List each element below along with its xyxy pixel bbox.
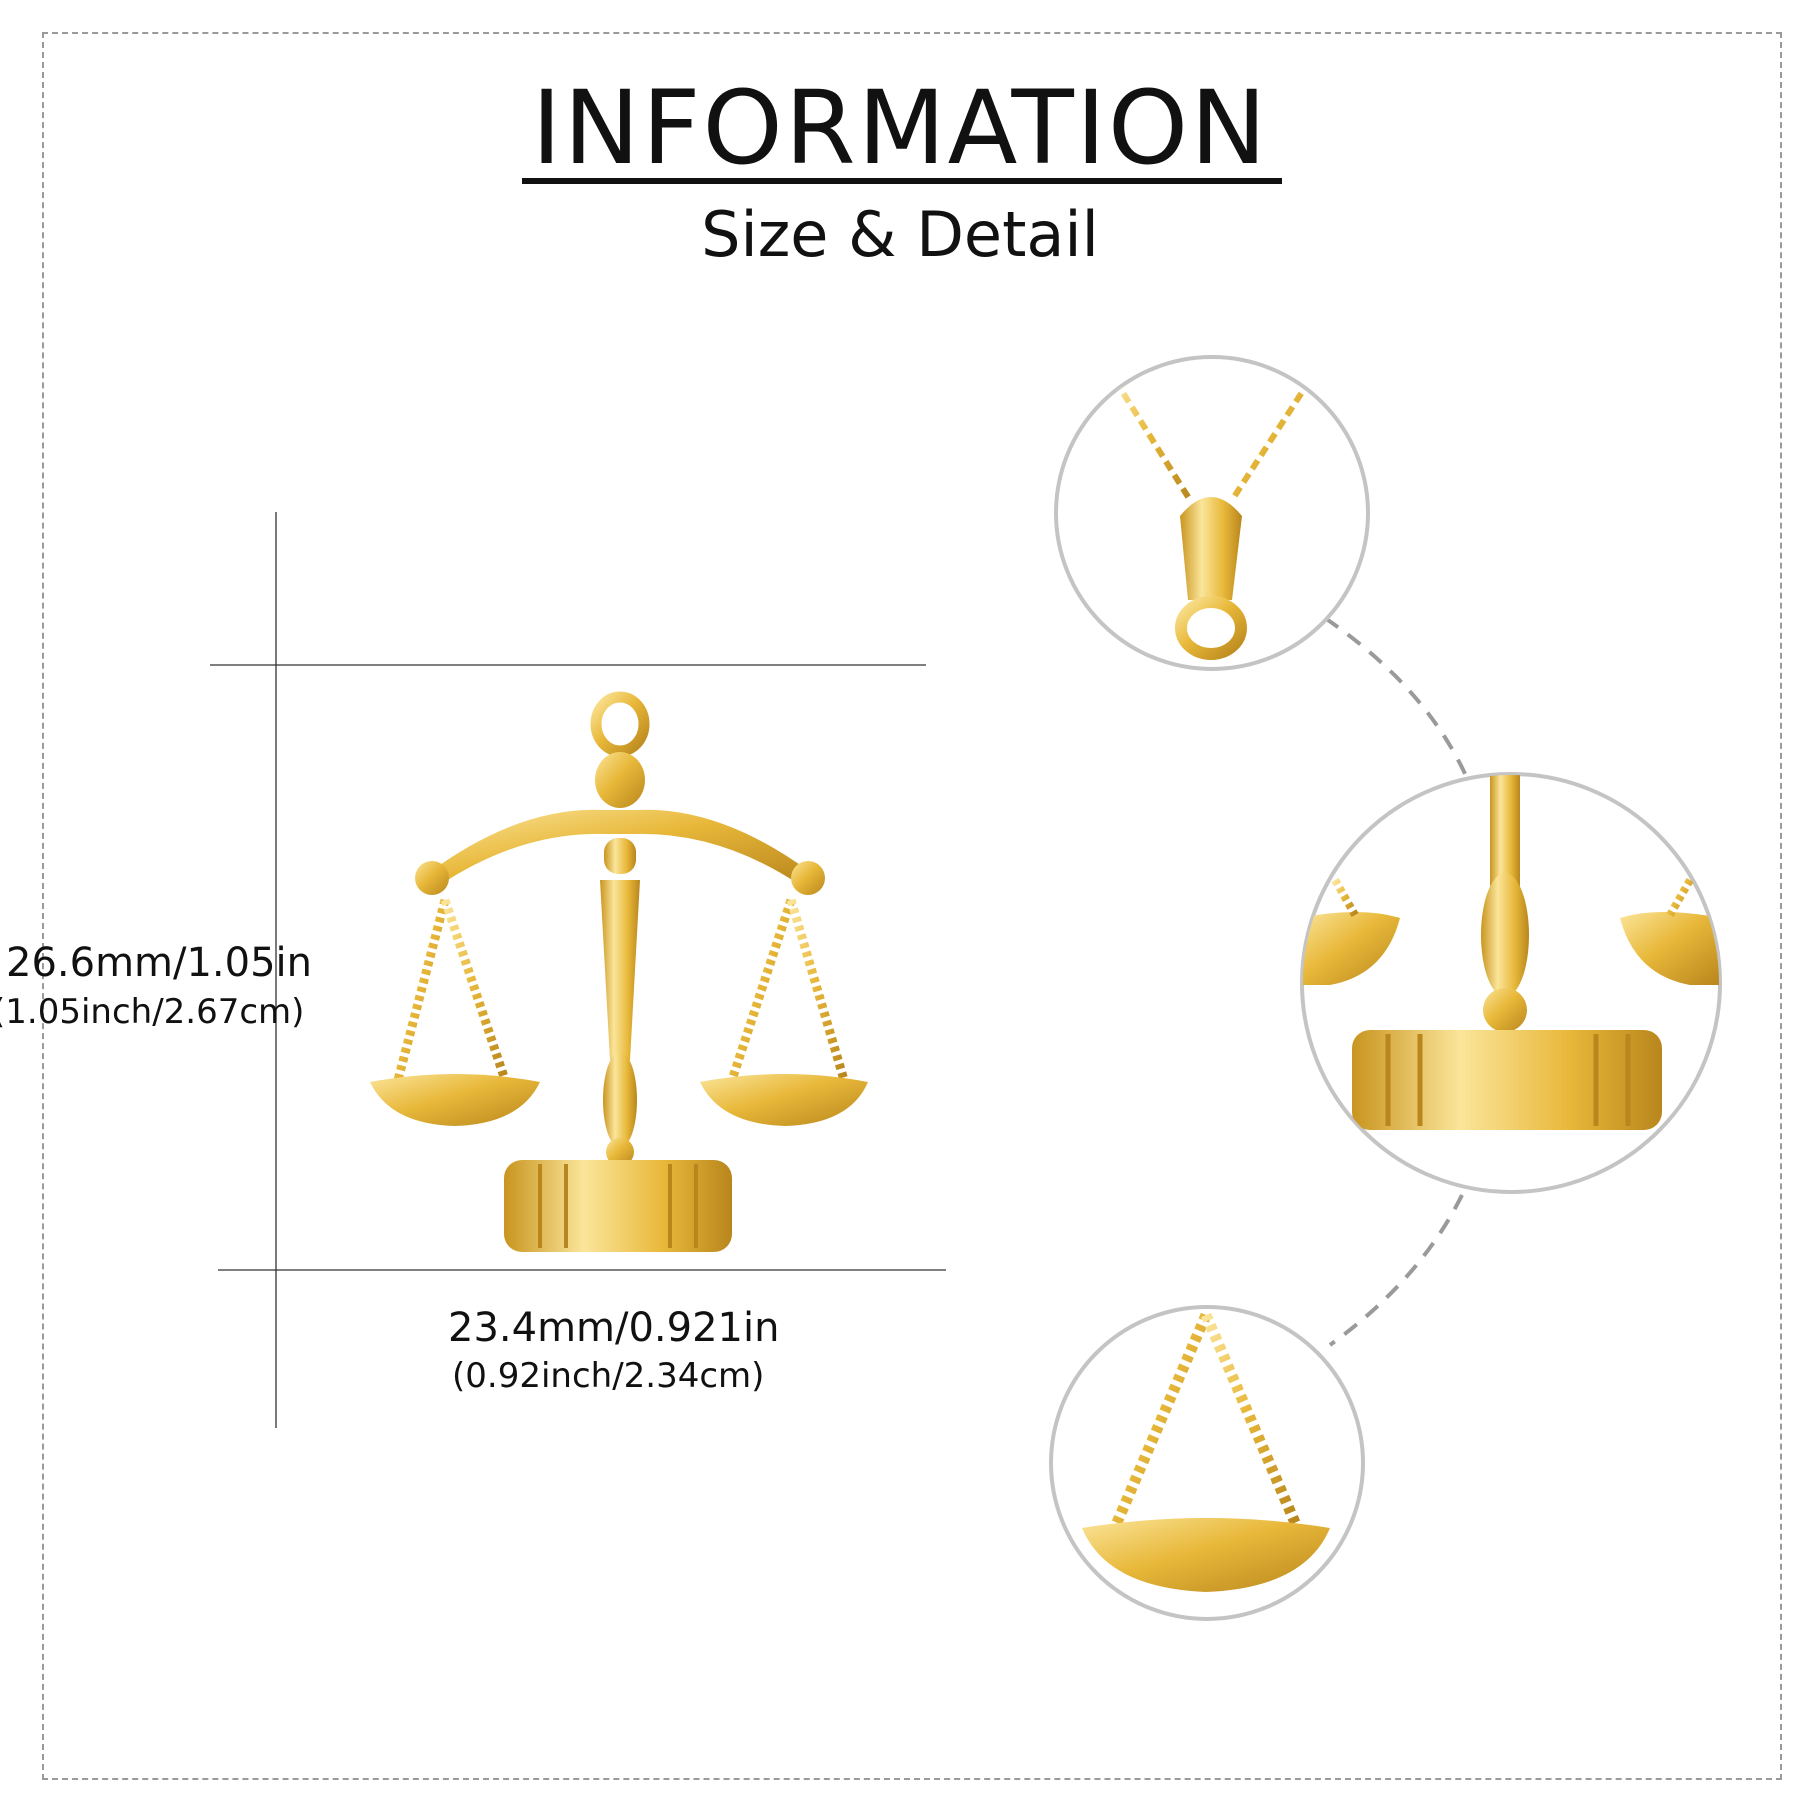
- dashed-frame: [42, 32, 1782, 1780]
- height-dimension-label: 26.6mm/1.05in: [6, 940, 312, 986]
- detail-circle-gavel: [1300, 772, 1722, 1194]
- width-dimension-sublabel: (0.92inch/2.34cm): [452, 1356, 765, 1396]
- detail-circle-bail: [1054, 355, 1370, 671]
- detail-connectors: [1323, 616, 1472, 1347]
- title-underline: [522, 178, 1282, 184]
- width-dimension-label: 23.4mm/0.921in: [448, 1305, 780, 1351]
- dimension-lines: [210, 512, 946, 1428]
- page-title: INFORMATION: [531, 69, 1269, 188]
- page-subtitle: Size & Detail: [701, 198, 1099, 271]
- scales-pendant: [370, 691, 868, 1252]
- detail-circle-pan: [1049, 1305, 1365, 1621]
- height-dimension-sublabel: (1.05inch/2.67cm): [0, 992, 305, 1032]
